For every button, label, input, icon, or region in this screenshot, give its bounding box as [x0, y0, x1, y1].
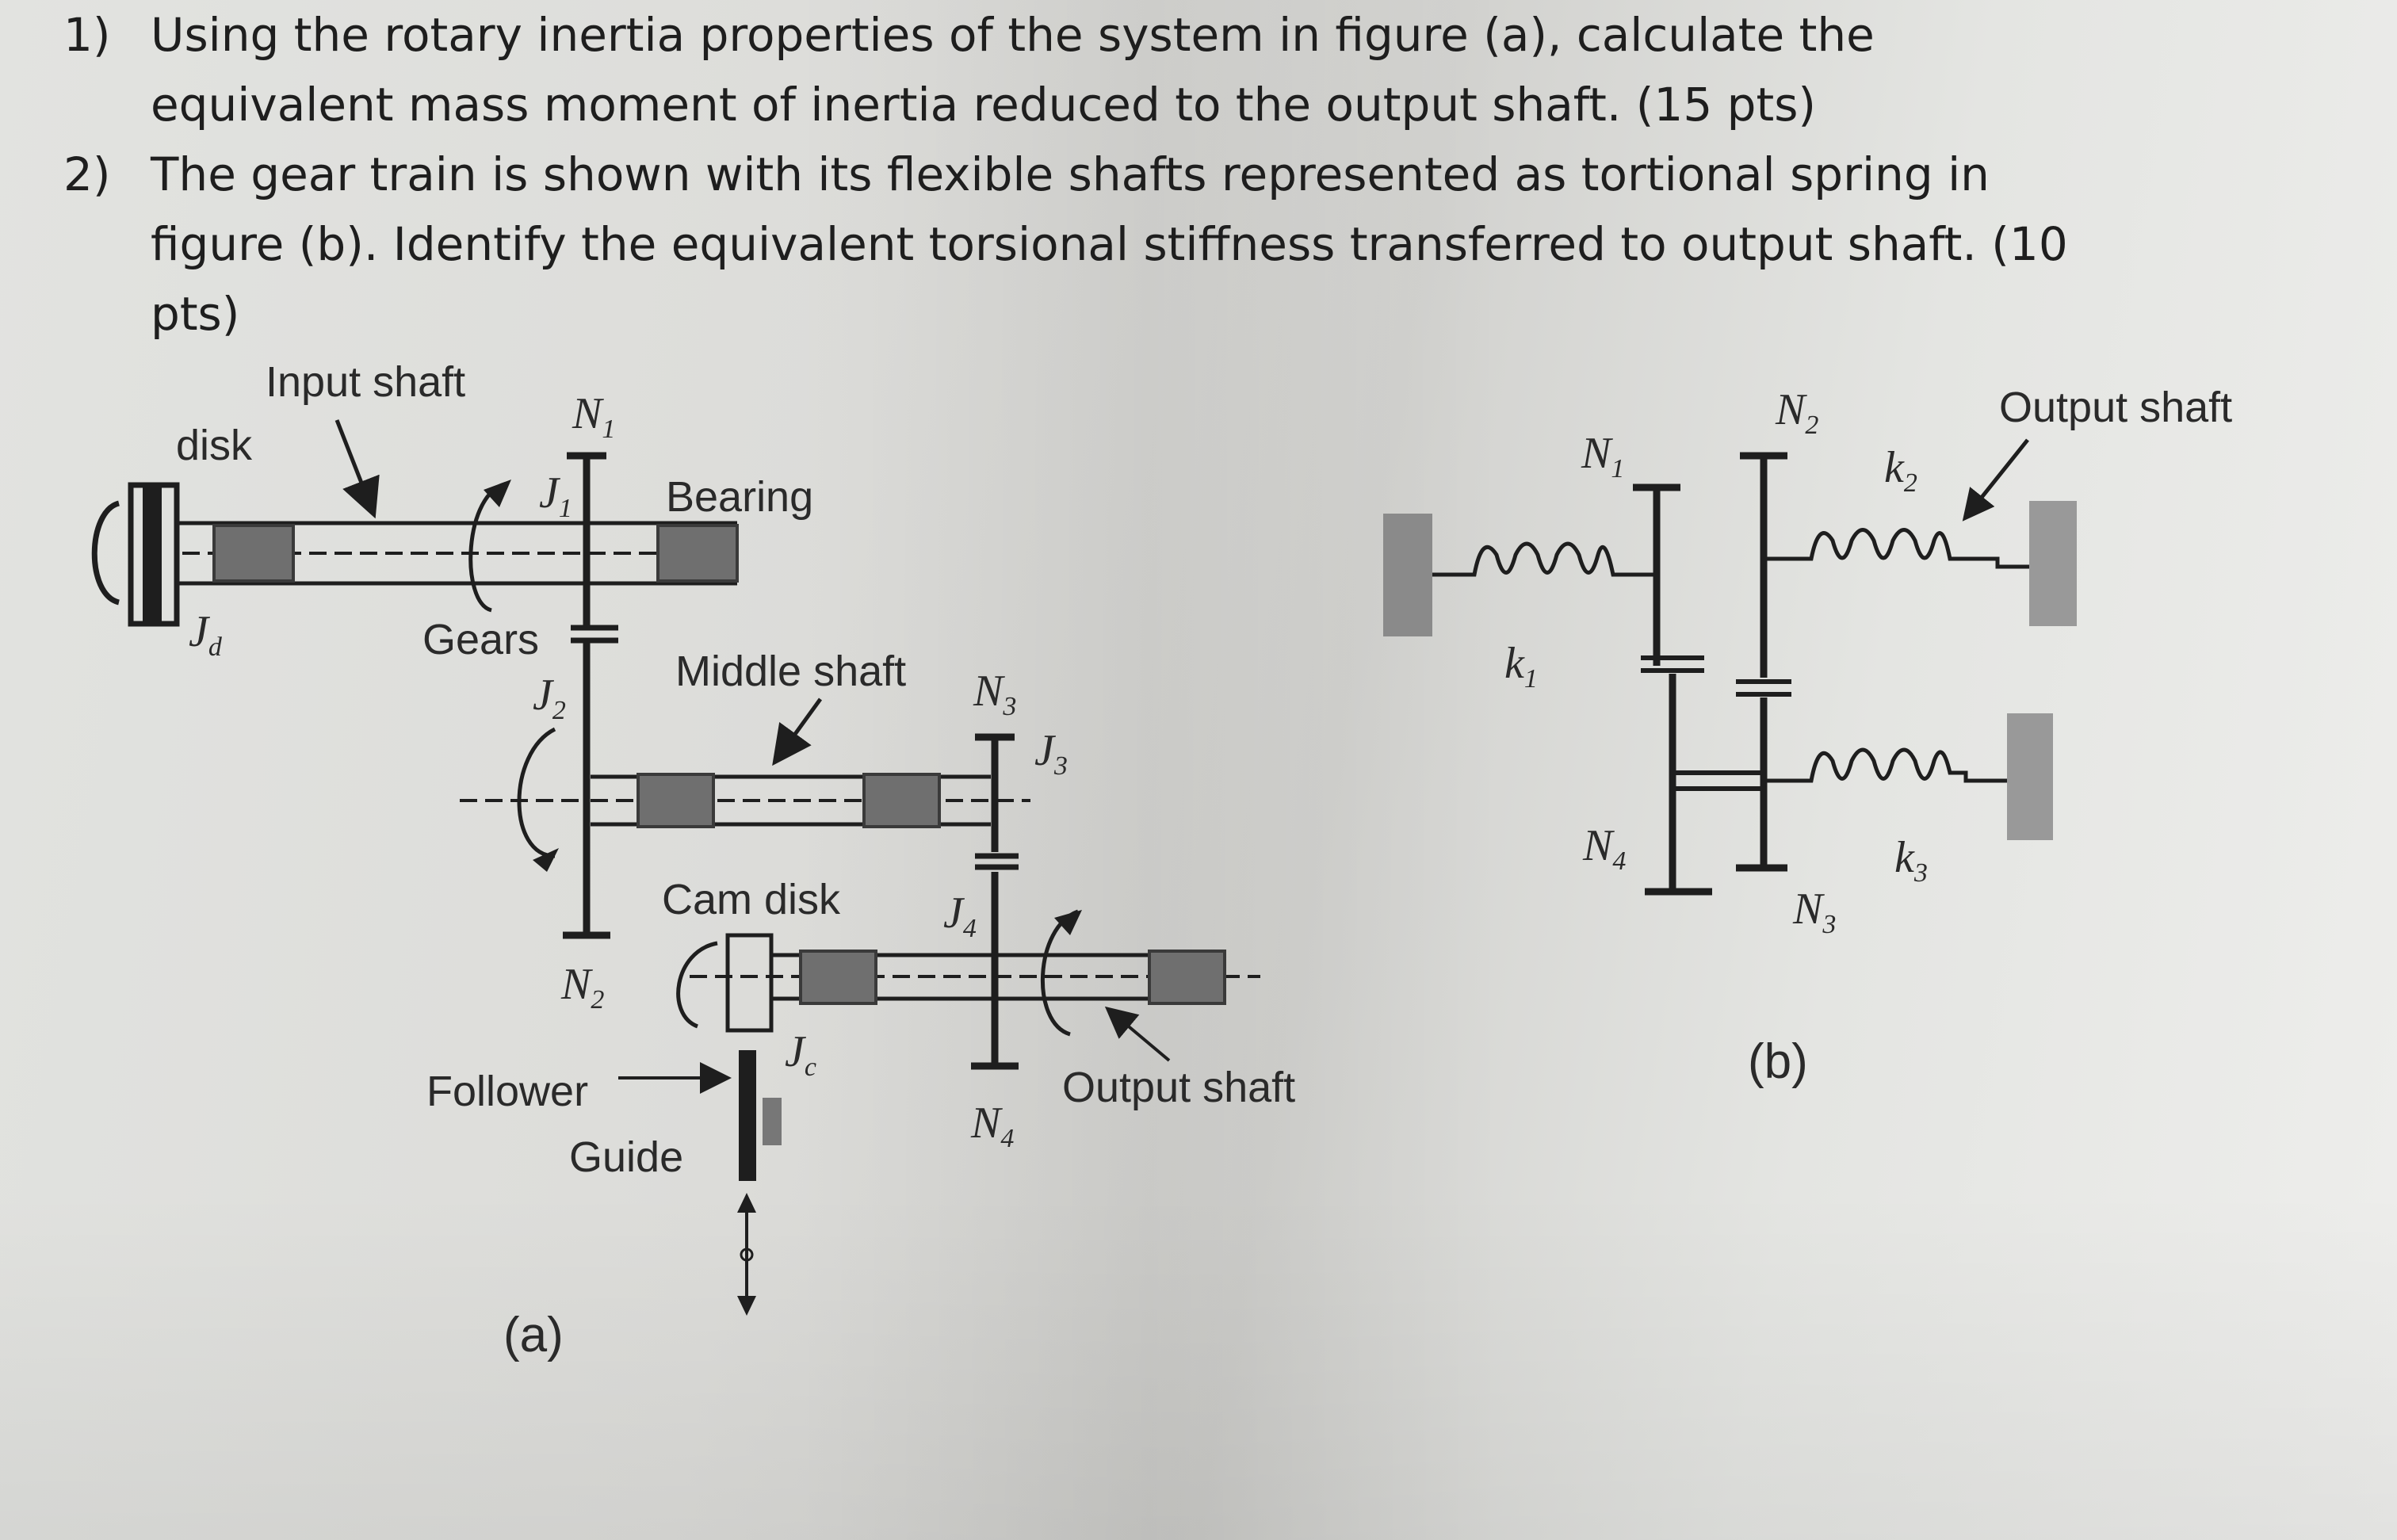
output-shaft-pointer-b — [1962, 438, 2029, 522]
output-shaft-drawing — [690, 950, 1260, 1005]
wall-right-top — [2029, 501, 2077, 626]
wall-right-bottom — [2007, 713, 2053, 840]
output-shaft-label-a: Output shaft — [1062, 1064, 1295, 1111]
symbol-n1-a: N1 — [572, 389, 615, 444]
symbol-n4-b: N4 — [1582, 821, 1626, 876]
figure-a-caption: (a) — [503, 1308, 564, 1362]
symbol-k1: k1 — [1504, 639, 1538, 694]
spring-k3 — [1764, 747, 2007, 783]
disk-label: disk — [176, 422, 253, 469]
bearing-block — [799, 950, 877, 1005]
arrowhead-icon — [484, 480, 511, 507]
question-2-number: 2) — [63, 147, 111, 201]
bearing-block — [637, 773, 715, 828]
middle-shaft-label: Middle shaft — [675, 648, 906, 695]
spring-k1 — [1432, 541, 1657, 577]
symbol-n3-b: N3 — [1792, 885, 1836, 939]
cam-disk-drawing — [676, 933, 797, 1033]
symbol-n1-b: N1 — [1581, 429, 1624, 483]
symbol-jd: Jd — [189, 607, 223, 662]
cam-disk-label: Cam disk — [662, 876, 841, 923]
follower-label: Follower — [426, 1068, 588, 1115]
rotation-arrow-icon — [1041, 909, 1079, 1037]
symbol-n4-a: N4 — [970, 1099, 1014, 1153]
symbol-jc: Jc — [785, 1027, 816, 1082]
bearing-label: Bearing — [666, 473, 813, 521]
bearing-block — [656, 524, 739, 583]
guide-label: Guide — [569, 1133, 683, 1181]
symbol-k2: k2 — [1884, 443, 1917, 498]
guide-block — [763, 1098, 782, 1145]
output-shaft-pointer — [1104, 1006, 1171, 1062]
symbol-j3: J3 — [1034, 726, 1068, 781]
rotation-arrow-icon — [468, 481, 508, 613]
symbol-j2: J2 — [533, 671, 566, 725]
input-shaft-label: Input shaft — [266, 358, 465, 406]
question-1-text: Using the rotary inertia properties of t… — [151, 8, 1875, 132]
follower-rod — [739, 1050, 756, 1181]
input-shaft-pointer — [335, 419, 380, 519]
question-2-text: The gear train is shown with its flexibl… — [151, 147, 2068, 341]
wall-left — [1383, 514, 1432, 636]
middle-shaft-drawing — [460, 773, 1030, 828]
figure-a: Input shaft disk Bearing Gears Middle sh… — [91, 358, 1295, 1362]
symbol-j4: J4 — [943, 888, 977, 943]
disk-drawing — [91, 482, 180, 627]
symbol-j1: J1 — [539, 468, 572, 523]
middle-shaft-b — [1670, 770, 1766, 791]
symbol-k3: k3 — [1894, 833, 1928, 888]
symbol-n2-b: N2 — [1775, 385, 1818, 440]
bearing-block — [212, 524, 295, 583]
question-1-number: 1) — [63, 8, 111, 62]
middle-shaft-pointer — [772, 697, 823, 766]
gears-label: Gears — [422, 616, 539, 663]
output-shaft-label-b: Output shaft — [1999, 384, 2232, 431]
bearing-block — [862, 773, 941, 828]
figure-b-caption: (b) — [1748, 1034, 1808, 1089]
symbol-n2-a: N2 — [560, 960, 604, 1015]
spring-k2 — [1764, 528, 2029, 569]
figure-b: Output shaft (b) N1 N2 N3 N4 k1 k2 k3 — [1383, 384, 2232, 1089]
bearing-block — [1148, 950, 1226, 1005]
symbol-n3-a: N3 — [973, 667, 1016, 721]
rotation-arrow-icon — [517, 727, 556, 858]
input-shaft-drawing — [177, 521, 739, 586]
arrowhead-icon — [533, 848, 559, 872]
